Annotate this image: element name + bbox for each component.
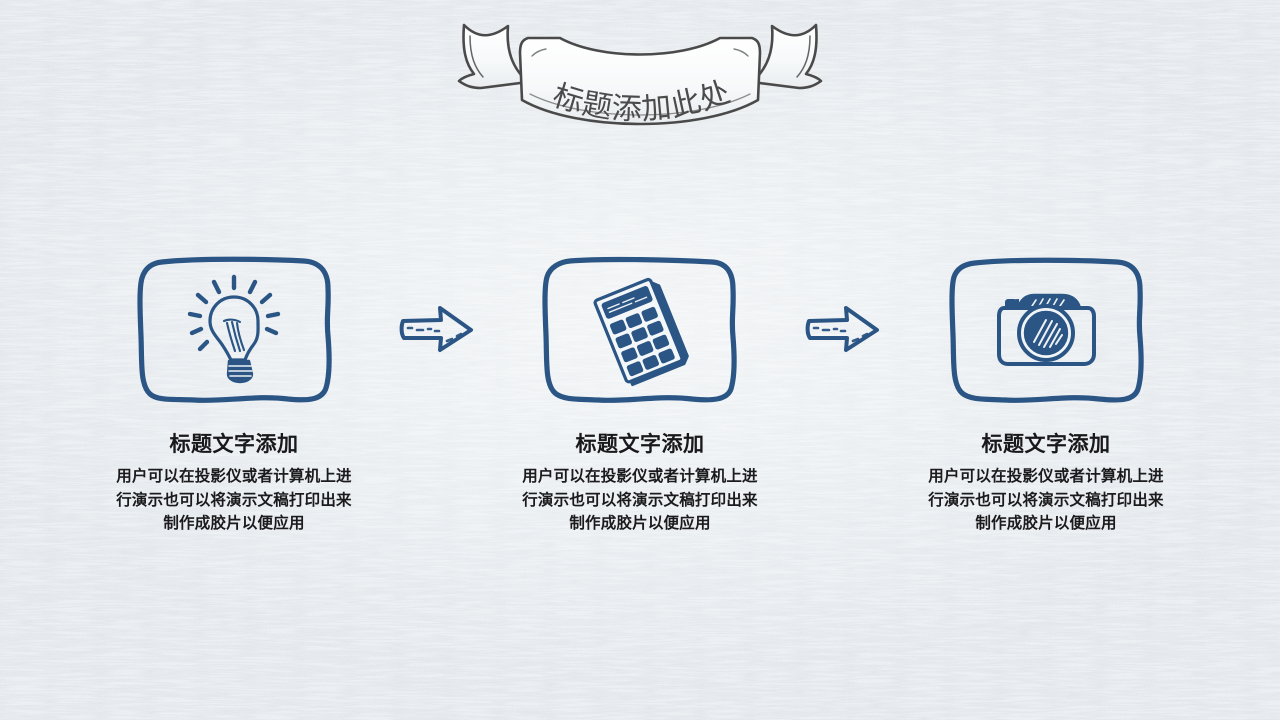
- icon-card-1[interactable]: [128, 250, 340, 408]
- step-column-2: 标题文字添加 用户可以在投影仪或者计算机上进 行演示也可以将演示文稿打印出来 制…: [485, 250, 795, 535]
- step-body-1: 用户可以在投影仪或者计算机上进 行演示也可以将演示文稿打印出来 制作成胶片以便应…: [88, 465, 380, 535]
- sketch-frame: [542, 256, 737, 403]
- camera-icon: [997, 293, 1096, 366]
- body-line: 用户可以在投影仪或者计算机上进: [928, 468, 1164, 486]
- arrow-right-icon: [399, 306, 473, 352]
- sketch-frame: [949, 257, 1144, 403]
- body-line: 用户可以在投影仪或者计算机上进: [116, 468, 352, 486]
- body-line: 行演示也可以将演示文稿打印出来: [116, 491, 352, 509]
- step-title-2: 标题文字添加: [575, 433, 705, 456]
- ribbon-banner: 标题添加此处: [440, 8, 840, 168]
- calculator-icon: [593, 277, 689, 387]
- step-body-2: 用户可以在投影仪或者计算机上进 行演示也可以将演示文稿打印出来 制作成胶片以便应…: [494, 465, 786, 535]
- arrow-right-2: [795, 250, 891, 408]
- body-line: 行演示也可以将演示文稿打印出来: [928, 491, 1164, 509]
- ribbon-tail-left: [457, 23, 530, 90]
- step-title-1: 标题文字添加: [169, 433, 299, 456]
- step-title-3: 标题文字添加: [981, 433, 1111, 456]
- step-text-3: 标题文字添加 用户可以在投影仪或者计算机上进 行演示也可以将演示文稿打印出来 制…: [896, 432, 1196, 535]
- icon-card-2[interactable]: [534, 250, 746, 408]
- body-line: 制作成胶片以便应用: [975, 514, 1117, 532]
- lightbulb-icon: [187, 274, 281, 384]
- body-line: 制作成胶片以便应用: [569, 514, 711, 532]
- arrow-right-icon: [805, 306, 879, 352]
- step-column-1: 标题文字添加 用户可以在投影仪或者计算机上进 行演示也可以将演示文稿打印出来 制…: [79, 250, 389, 535]
- step-body-3: 用户可以在投影仪或者计算机上进 行演示也可以将演示文稿打印出来 制作成胶片以便应…: [900, 465, 1192, 535]
- arrow-right-1: [389, 250, 485, 408]
- step-text-2: 标题文字添加 用户可以在投影仪或者计算机上进 行演示也可以将演示文稿打印出来 制…: [490, 432, 790, 535]
- body-line: 用户可以在投影仪或者计算机上进: [522, 468, 758, 486]
- sketch-frame: [137, 256, 332, 403]
- step-column-3: 标题文字添加 用户可以在投影仪或者计算机上进 行演示也可以将演示文稿打印出来 制…: [891, 250, 1201, 535]
- ribbon-tail-right: [750, 23, 823, 90]
- body-line: 制作成胶片以便应用: [163, 514, 305, 532]
- ribbon-body: [518, 36, 762, 126]
- body-line: 行演示也可以将演示文稿打印出来: [522, 491, 758, 509]
- steps-row: 标题文字添加 用户可以在投影仪或者计算机上进 行演示也可以将演示文稿打印出来 制…: [0, 250, 1280, 580]
- step-text-1: 标题文字添加 用户可以在投影仪或者计算机上进 行演示也可以将演示文稿打印出来 制…: [84, 432, 384, 535]
- icon-card-3[interactable]: [940, 250, 1152, 408]
